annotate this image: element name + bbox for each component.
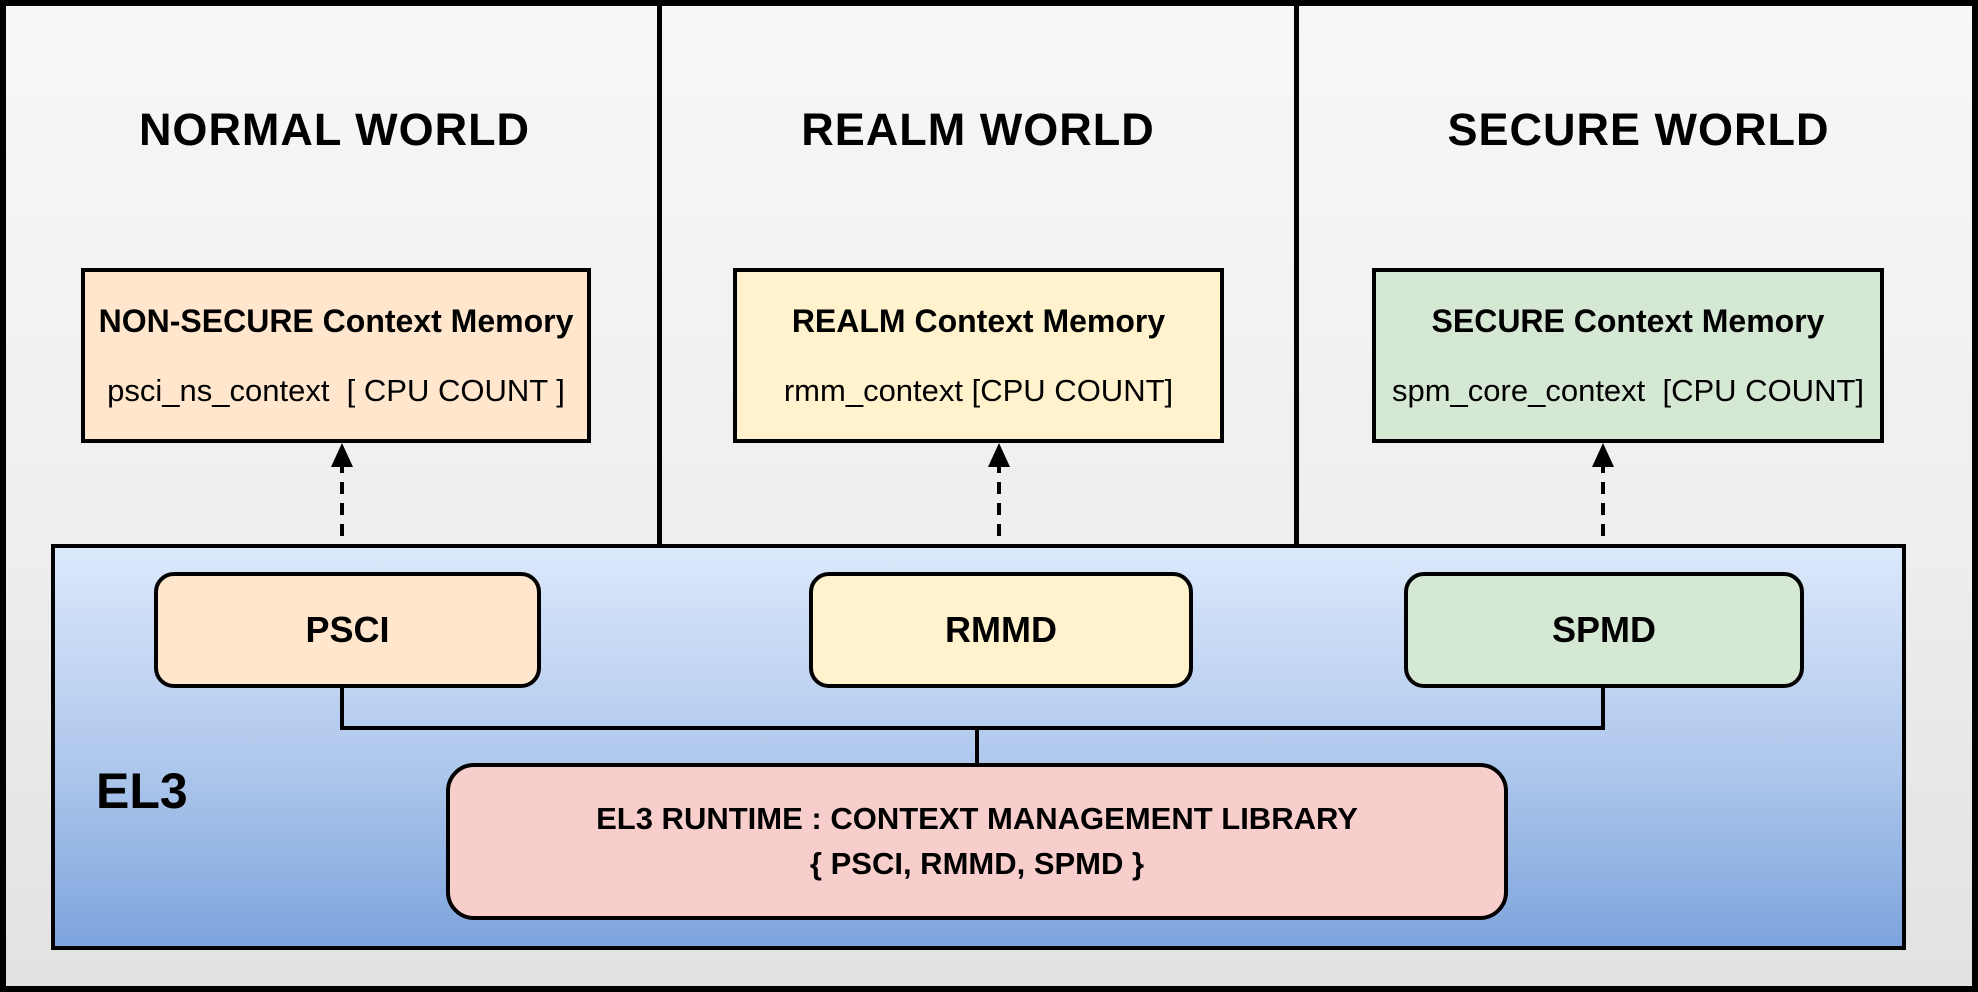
secure-context-memory-box: SECURE Context Memory spm_core_context [… bbox=[1372, 268, 1884, 443]
runtime-title-line1: EL3 RUNTIME : CONTEXT MANAGEMENT LIBRARY bbox=[596, 801, 1358, 837]
non-secure-context-title: NON-SECURE Context Memory bbox=[98, 303, 574, 339]
arrowhead-up-icon bbox=[1592, 443, 1614, 467]
rmmd-box: RMMD bbox=[809, 572, 1193, 688]
secure-context-value: spm_core_context [CPU COUNT] bbox=[1391, 373, 1865, 408]
realm-context-value: rmm_context [CPU COUNT] bbox=[783, 373, 1174, 408]
divider-normal-realm bbox=[657, 6, 662, 544]
dashed-line bbox=[340, 461, 344, 554]
arrowhead-up-icon bbox=[988, 443, 1010, 467]
runtime-title-line2: { PSCI, RMMD, SPMD } bbox=[809, 845, 1145, 881]
secure-world-title: SECURE WORLD bbox=[1447, 104, 1830, 155]
normal-world-title: NORMAL WORLD bbox=[138, 104, 531, 155]
divider-realm-secure bbox=[1294, 6, 1299, 544]
connector-bus bbox=[340, 726, 1605, 730]
psci-box: PSCI bbox=[154, 572, 541, 688]
connector-spmd-drop bbox=[1601, 688, 1605, 730]
dashed-line bbox=[997, 461, 1001, 554]
el3-runtime-box: EL3 RUNTIME : CONTEXT MANAGEMENT LIBRARY… bbox=[446, 763, 1508, 920]
realm-context-memory-box: REALM Context Memory rmm_context [CPU CO… bbox=[733, 268, 1224, 443]
dashed-line bbox=[1601, 461, 1605, 554]
realm-world-title: REALM WORLD bbox=[801, 104, 1155, 155]
arrowhead-up-icon bbox=[331, 443, 353, 467]
non-secure-context-memory-box: NON-SECURE Context Memory psci_ns_contex… bbox=[81, 268, 591, 443]
connector-runtime-drop bbox=[975, 726, 979, 766]
connector-psci-drop bbox=[340, 688, 344, 730]
spmd-box: SPMD bbox=[1404, 572, 1804, 688]
secure-context-title: SECURE Context Memory bbox=[1431, 303, 1825, 339]
realm-context-title: REALM Context Memory bbox=[791, 303, 1166, 339]
el3-label: EL3 bbox=[96, 763, 188, 819]
non-secure-context-value: psci_ns_context [ CPU COUNT ] bbox=[107, 373, 565, 408]
